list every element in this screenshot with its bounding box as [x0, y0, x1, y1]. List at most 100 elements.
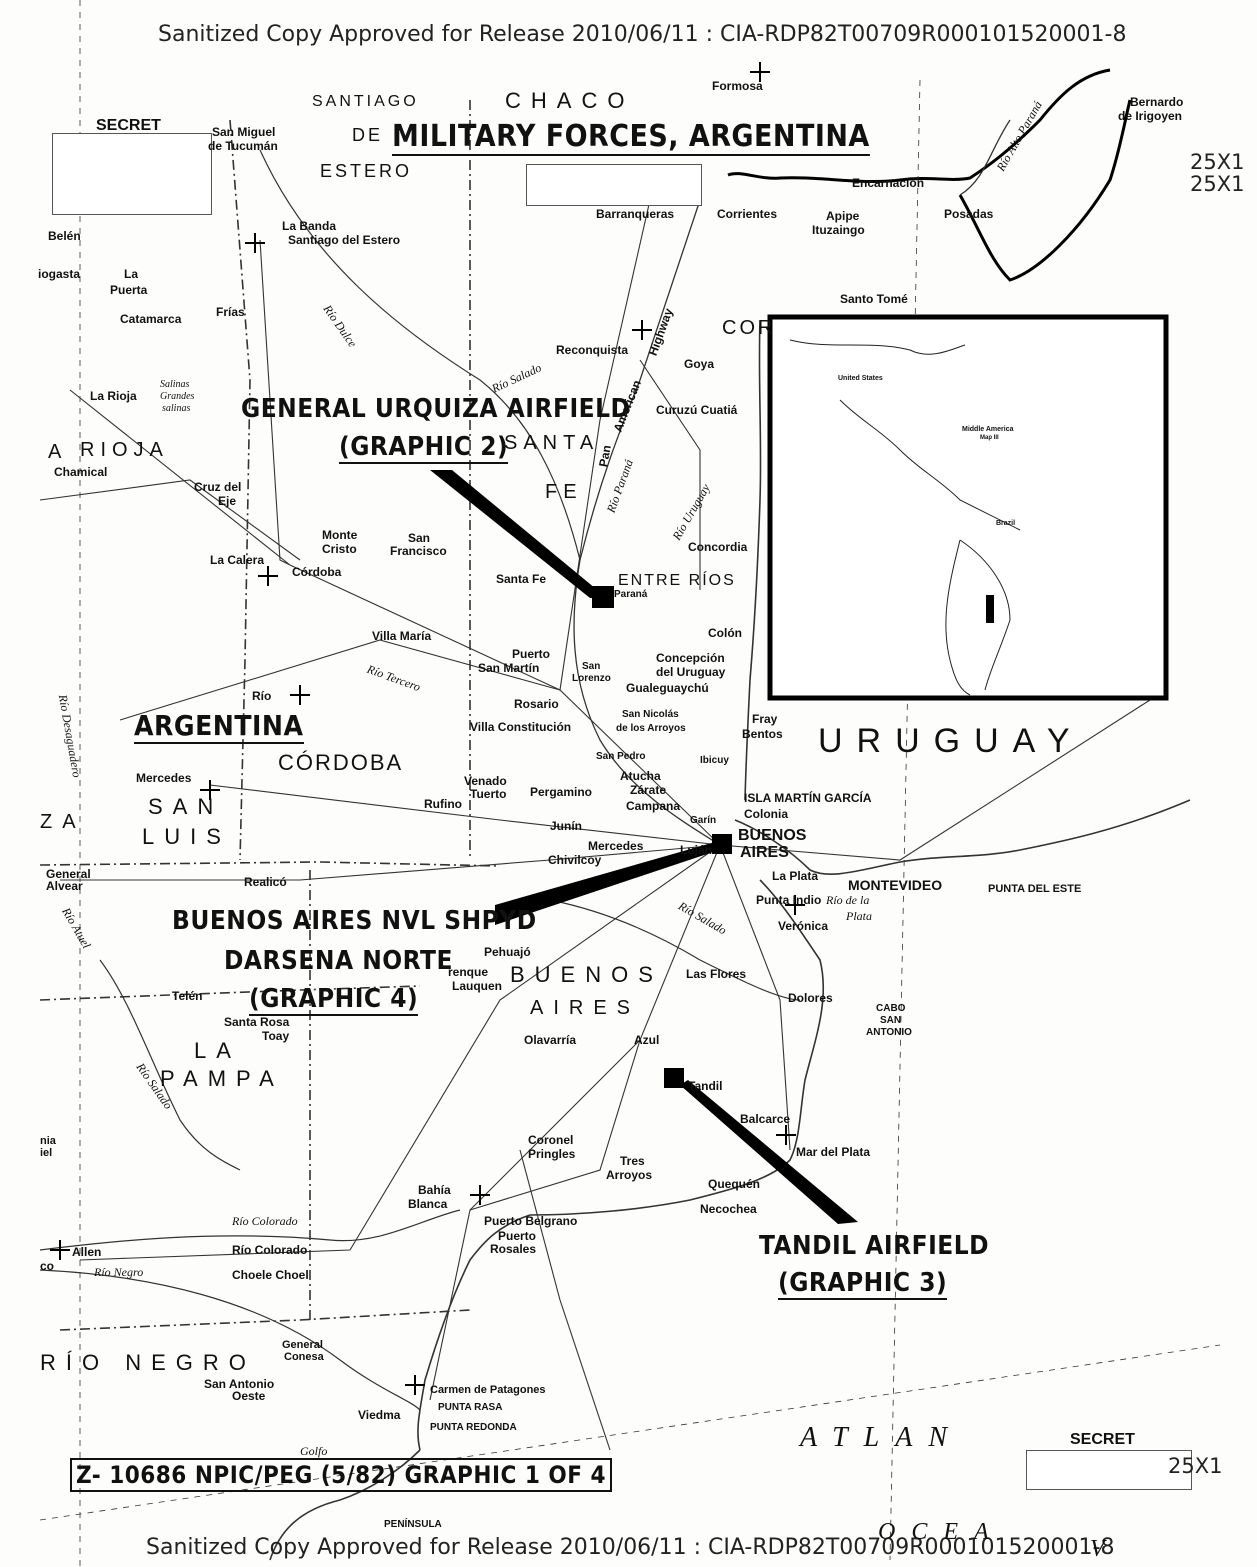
rail: [719, 699, 1151, 861]
place-puerto-rosales-2: Rosales: [490, 1242, 537, 1256]
rail: [469, 844, 721, 1211]
place-general: General: [46, 867, 91, 881]
graphic-caption: Z- 10686 NPIC/PEG (5/82) GRAPHIC 1 OF 4: [70, 1458, 613, 1492]
province-boundary: [39, 985, 421, 1001]
place-golfo: Golfo: [300, 1444, 328, 1458]
place-cristo: Cristo: [322, 542, 357, 556]
river-colorado: [39, 1209, 461, 1251]
place-peninsula: PENÍNSULA: [384, 1519, 442, 1530]
place-la-plata: La Plata: [772, 869, 819, 883]
place-salinas-small: salinas: [162, 403, 191, 414]
place-tuerto: Tuerto: [470, 787, 507, 801]
region-entre-rios: ENTRE RÍOS: [618, 572, 736, 589]
place-lauquen: Lauquen: [452, 979, 502, 993]
place-allen: Allen: [72, 1245, 102, 1259]
region-fe: FE: [545, 481, 583, 503]
region-santa: SANTA: [504, 432, 600, 454]
place-venado: Venado: [464, 774, 507, 788]
uruguay-border: [727, 68, 1111, 184]
place-viedma: Viedma: [358, 1408, 401, 1422]
shipyard-leader: [495, 840, 725, 925]
place-carmen: Carmen de Patagones: [430, 1384, 546, 1396]
place-telen: Telén: [172, 989, 203, 1003]
place-del-uruguay: del Uruguay: [656, 665, 726, 679]
classification-top: SECRET: [96, 117, 161, 134]
place-puerto-rosales-1: Puerto: [498, 1229, 537, 1243]
region-santiago: SANTIAGO: [312, 93, 419, 110]
rail: [519, 1149, 611, 1451]
coast-plata: [734, 799, 1191, 875]
place-frias: Frías: [216, 305, 245, 319]
region-za: ZA: [40, 811, 86, 833]
redaction-box-left: [52, 133, 212, 215]
place-mercedes-ba: Mercedes: [588, 839, 644, 853]
place-san-pedro: San Pedro: [596, 751, 646, 762]
place-san-lorenzo-1: San: [582, 661, 601, 672]
place-santa-fe: Santa Fe: [496, 572, 547, 586]
place-villa-constitucion: Villa Constitución: [470, 720, 572, 734]
place-lujan: Luján: [680, 843, 712, 857]
place-reconquista: Reconquista: [556, 343, 629, 357]
region-atlan: ATLAN: [800, 1422, 963, 1453]
place-rosario: Rosario: [514, 697, 559, 711]
place-quequen: Quequén: [708, 1177, 761, 1191]
place-necochea: Necochea: [700, 1202, 757, 1216]
place-pehuajo: Pehuajó: [484, 945, 531, 959]
place-isla-martin-garcia: ISLA MARTÍN GARCÍA: [744, 791, 872, 805]
place-de-tucuman: de Tucumán: [208, 139, 278, 153]
place-punta-redonda: PUNTA REDONDA: [430, 1422, 517, 1433]
tandil-target-marker: [664, 1068, 684, 1088]
place-montevideo: MONTEVIDEO: [848, 877, 943, 893]
rail: [639, 359, 701, 590]
place-pringles: Pringles: [528, 1147, 576, 1161]
place-san-francisco-1: San: [408, 531, 431, 545]
place-cabo: CABO: [876, 1003, 906, 1014]
place-de-los-arroyos: de los Arroyos: [616, 723, 686, 734]
place-de-irigoyen: de Irigoyen: [1118, 109, 1183, 123]
place-toay: Toay: [262, 1029, 290, 1043]
place-junin: Junín: [550, 819, 582, 833]
region-rioja: RIOJA: [80, 439, 169, 461]
shipyard-sub: DARSENA NORTE: [224, 946, 453, 976]
place-eje: Eje: [218, 494, 237, 508]
place-coronel: Coronel: [528, 1133, 574, 1147]
place-santo-tome: Santo Tomé: [840, 292, 908, 306]
place-concepcion: Concepción: [656, 651, 725, 665]
place-buenos: BUENOS: [738, 827, 807, 844]
place-chamical: Chamical: [54, 465, 108, 479]
redaction-code-3: 25X1: [1168, 1454, 1223, 1478]
place-apipe: Apipe: [826, 209, 860, 223]
place-la-banda: La Banda: [282, 219, 337, 233]
shipyard-label: BUENOS AIRES NVL SHPYD: [172, 906, 537, 936]
header-release-text: Sanitized Copy Approved for Release 2010…: [158, 22, 1127, 47]
place-rio-colorado: Río Colorado: [232, 1243, 308, 1257]
place-san-lorenzo-2: Lorenzo: [572, 673, 611, 684]
place-balcarce: Balcarce: [740, 1112, 791, 1126]
place-monte: Monte: [322, 528, 358, 542]
place-san-miguel: San Miguel: [212, 125, 276, 139]
place-cabo-san: SAN: [880, 1015, 902, 1026]
place-blanca: Blanca: [408, 1197, 448, 1211]
place-garin: Garín: [690, 815, 717, 826]
rail: [79, 844, 721, 1261]
place-veronica: Verónica: [778, 919, 829, 933]
place-formosa: Formosa: [712, 79, 763, 93]
coast-atlantic: [417, 879, 825, 1451]
place-colonia: Colonia: [744, 807, 788, 821]
place-realico: Realicó: [244, 875, 287, 889]
rail: [60, 844, 721, 881]
place-las-flores: Las Flores: [686, 967, 747, 981]
place-atucha: Atucha: [620, 769, 661, 783]
place-tres: Tres: [620, 1154, 645, 1168]
region-v: V: [1090, 1536, 1121, 1562]
province-boundary: [59, 1309, 471, 1331]
place-nia: nia: [40, 1135, 56, 1147]
place-santa-rosa: Santa Rosa: [224, 1015, 290, 1029]
region-ocea: OCEA: [878, 1519, 1005, 1545]
place-punta-del-este: PUNTA DEL ESTE: [988, 883, 1082, 895]
place-zarate: Zárate: [630, 783, 667, 797]
urquiza-leader: [430, 470, 607, 598]
place-puerto: Puerto: [512, 647, 551, 661]
rail: [119, 639, 561, 721]
place-rufino: Rufino: [424, 797, 462, 811]
